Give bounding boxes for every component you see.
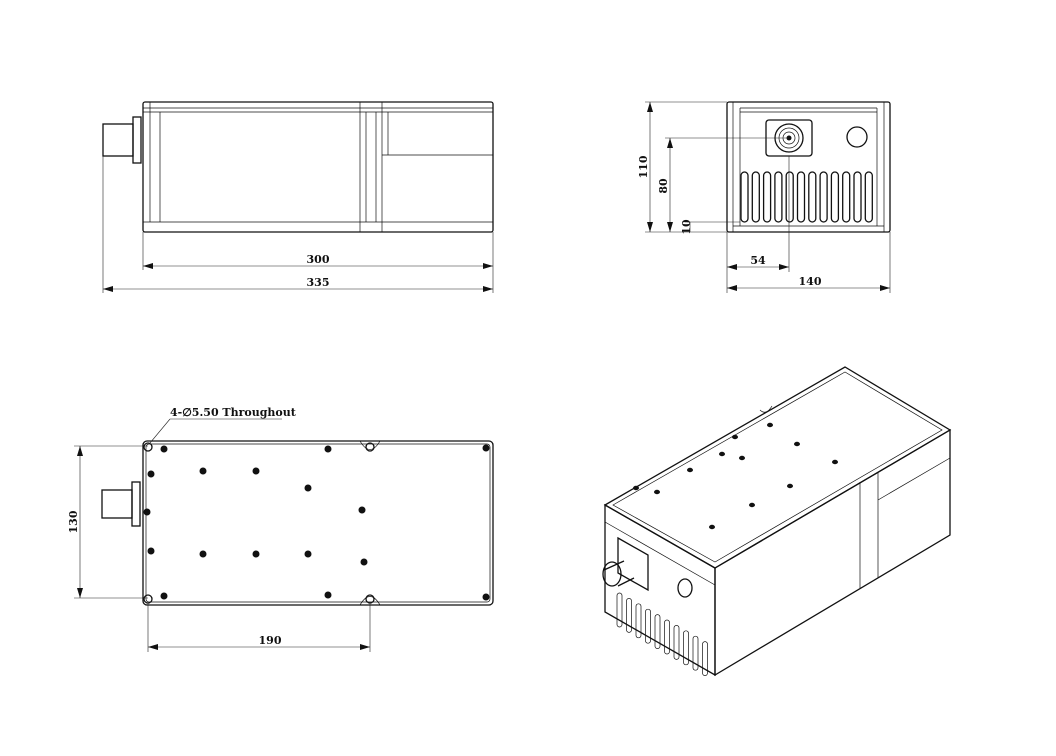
cooling-fins [740, 171, 873, 223]
fin [796, 171, 806, 223]
fin [692, 635, 699, 671]
screw-hole [482, 444, 490, 452]
screw-hole [199, 550, 207, 558]
screw-holes [143, 444, 490, 601]
screw-hole [482, 593, 490, 601]
fin [774, 171, 783, 223]
screw-hole [654, 489, 660, 495]
fin [808, 171, 817, 223]
fin [762, 171, 772, 223]
fin [664, 619, 670, 655]
screw-hole [252, 467, 260, 475]
dim-10: 10 [680, 219, 693, 235]
connector-side [102, 116, 142, 164]
screw-hole [160, 445, 168, 453]
screw-hole [147, 547, 155, 555]
screw-hole [832, 459, 838, 465]
dim-80: 80 [657, 178, 670, 194]
fin [751, 171, 760, 223]
screw-hole [304, 550, 312, 558]
bottom-view: 4-∅5.50 Throughout 130 190 [67, 406, 494, 652]
iso-screw-holes [633, 422, 838, 530]
dim-190: 190 [259, 634, 282, 647]
side-view: 300 335 [102, 101, 494, 293]
fin [864, 171, 873, 223]
screw-hole [199, 467, 207, 475]
screw-hole [732, 434, 738, 440]
screw-hole [767, 422, 773, 428]
fin [645, 608, 651, 644]
fin [626, 598, 632, 633]
screw-hole [147, 470, 155, 478]
screw-hole [324, 591, 332, 599]
screw-hole [709, 524, 715, 530]
fin [702, 641, 708, 676]
dim-335: 335 [307, 276, 330, 289]
dim-130: 130 [67, 510, 80, 533]
dim-110: 110 [637, 155, 650, 178]
fin [830, 171, 840, 223]
screw-hole [360, 558, 368, 566]
hole-note: 4-∅5.50 Throughout [170, 406, 297, 419]
dim-300: 300 [307, 253, 330, 266]
dim-140: 140 [799, 275, 822, 288]
vent-hole [846, 126, 868, 148]
screw-hole [252, 550, 260, 558]
connector-bottom [101, 481, 141, 527]
isometric-view [602, 366, 952, 677]
fin [683, 630, 689, 666]
fin [785, 171, 794, 223]
screw-hole [143, 508, 151, 516]
screw-hole [739, 455, 745, 461]
screw-hole [324, 445, 332, 453]
iso-cooling-fins [616, 592, 708, 676]
fin [819, 171, 828, 223]
screw-hole [787, 483, 793, 489]
screw-hole [687, 467, 693, 473]
screw-hole [304, 484, 312, 492]
dim-54: 54 [750, 254, 766, 267]
screw-hole [358, 506, 366, 514]
fin [740, 171, 749, 223]
iso-connector [602, 536, 649, 592]
screw-hole [719, 451, 725, 457]
fin [635, 603, 642, 639]
fin [654, 614, 661, 649]
fin [842, 171, 851, 223]
fin [616, 592, 623, 628]
screw-hole [794, 441, 800, 447]
screw-hole [749, 502, 755, 508]
mount-holes [143, 440, 381, 606]
fin [853, 171, 862, 223]
screw-hole [633, 485, 639, 491]
end-view: 110 80 10 54 140 [637, 101, 891, 293]
fin [673, 625, 680, 660]
screw-hole [160, 592, 168, 600]
